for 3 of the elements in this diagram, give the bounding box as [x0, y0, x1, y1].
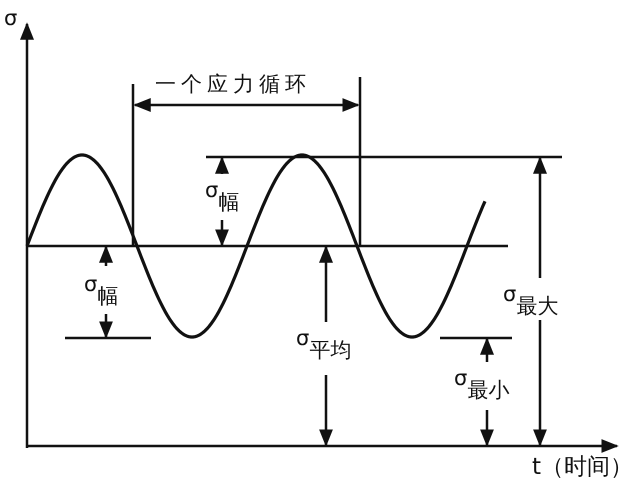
cycle-label: 一个应力循环: [155, 74, 311, 95]
axis-label: σ: [4, 8, 18, 29]
axis-label: t（时间）: [532, 456, 634, 479]
